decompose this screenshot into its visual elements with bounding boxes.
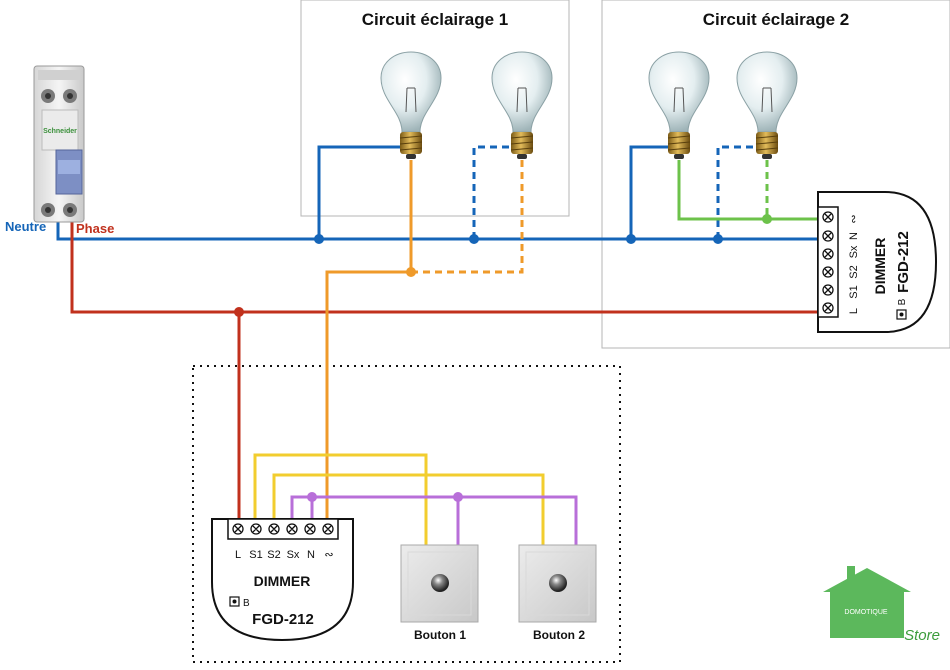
dimmer-module-top: L S1 S2 Sx N ∾ DIMMER FGD-212 B [817,191,938,333]
neutral-label: Neutre [5,219,46,234]
dimmer-bottom-title: DIMMER [254,573,311,589]
button2-label: Bouton 2 [533,628,585,642]
logo-script: Store [904,627,940,644]
dimmer-bottom-terminal-load: ∾ [324,549,333,561]
button1-label: Bouton 1 [414,628,466,642]
dimmer-bottom-terminal-l: L [235,549,241,561]
dimmer-top-terminal-load: ∾ [848,214,860,223]
junction-dots [234,214,772,502]
dimmer-top-title: DIMMER [872,238,888,295]
dimmer-bottom-terminal-s1: S1 [249,549,262,561]
dimmer-top-terminal-s1: S1 [848,285,860,298]
phase-wires [70,205,818,519]
phase-label: Phase [76,221,114,236]
dimmer-bottom-terminal-n: N [307,549,315,561]
bulb-icon [648,51,710,159]
load1-wires [325,160,413,519]
logo-text: DOMOTIQUE [844,609,887,616]
dimmer-bottom-terminal-s2: S2 [267,549,280,561]
circuit2-title: Circuit éclairage 2 [703,10,849,29]
dimmer-top-terminal-l: L [848,308,860,314]
dimmer-top-terminals [817,206,839,318]
circuit1-title: Circuit éclairage 1 [362,10,508,29]
dimmer-top-b-label: B [897,298,908,305]
bulb-icon [491,51,553,159]
dimmer-top-terminal-s2: S2 [848,265,860,278]
domotique-store-logo: DOMOTIQUE Store [823,566,940,644]
neutral-wires-dashed [472,145,758,239]
circuit-breaker: Schneider [33,65,85,223]
push-button-2 [518,544,597,623]
switch-wires [253,453,545,545]
dimmer-top-model: FGD-212 [895,231,912,293]
bulb-icon [736,51,798,159]
push-button-1 [400,544,479,623]
dimmer-bottom-terminal-sx: Sx [287,549,300,561]
dimmer-module-bottom: L S1 S2 Sx N ∾ DIMMER FGD-212 B [211,518,354,642]
local-installation-frame [192,365,621,663]
dimmer-bottom-b-label: B [243,598,250,609]
bulb-icon [380,51,442,159]
breaker-brand: Schneider [43,128,77,135]
dimmer-bottom-model: FGD-212 [252,611,314,628]
dimmer-top-terminal-n: N [848,232,860,240]
dimmer-bottom-terminals [232,523,334,535]
load1-wires-dashed [411,160,524,274]
dimmer-top-terminal-sx: Sx [848,245,860,258]
